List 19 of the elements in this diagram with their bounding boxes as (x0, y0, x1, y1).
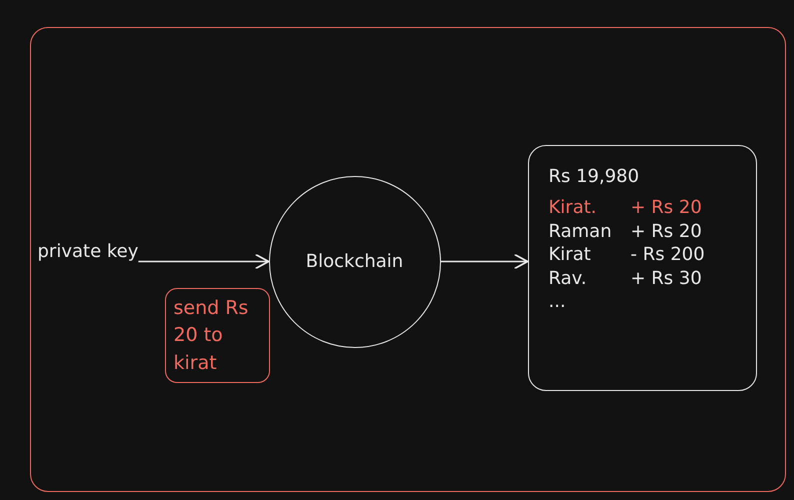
balance-text: Rs 19,980 (548, 166, 640, 188)
name-text: Kirat (548, 244, 592, 266)
ledger-box (528, 144, 756, 390)
name-text: Kirat. (548, 197, 598, 219)
name-text: Rav. (548, 268, 588, 290)
text-label: private key (38, 240, 138, 262)
frame-border (30, 27, 786, 492)
arrow (440, 254, 528, 270)
node-label: Blockchain (306, 250, 404, 272)
amount-text: + Rs 20 (630, 220, 703, 242)
ellipsis-text: ... (548, 291, 567, 314)
amount-text: + Rs 30 (630, 268, 703, 290)
amount-text: + Rs 20 (630, 197, 703, 219)
arrow (138, 254, 270, 270)
amount-text: - Rs 200 (630, 244, 706, 266)
name-text: Raman (548, 220, 613, 242)
note-text: send Rs 20 to kirat (174, 296, 250, 376)
note-box (164, 288, 270, 382)
process-circle (268, 176, 440, 348)
